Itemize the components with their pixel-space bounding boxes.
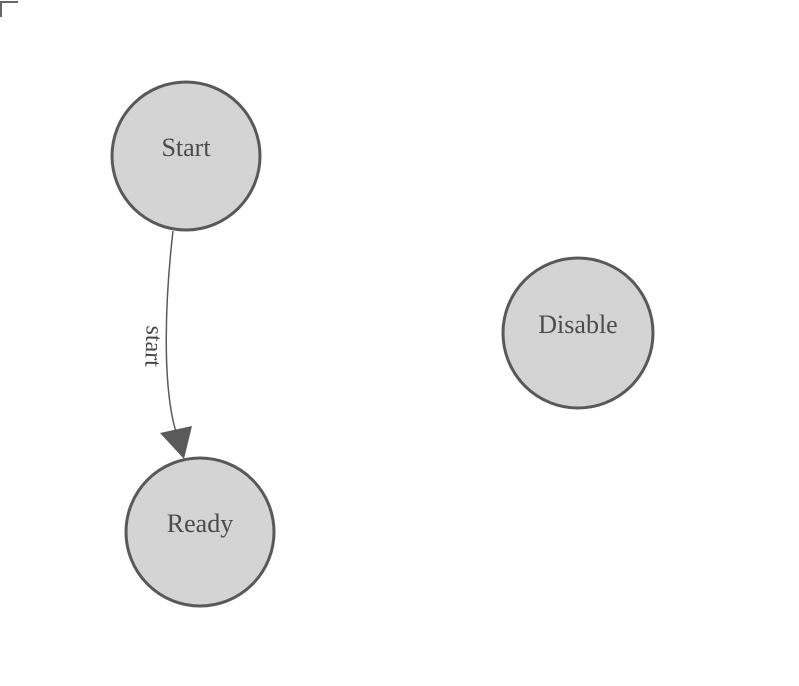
transition-path[interactable] xyxy=(165,230,177,433)
transition-label: start xyxy=(139,325,166,368)
canvas-corner-bracket xyxy=(0,1,18,17)
state-circle-ready[interactable] xyxy=(124,456,276,608)
arrowhead-icon xyxy=(160,426,192,459)
state-node-ready[interactable]: Ready xyxy=(124,456,276,608)
state-circle-start[interactable] xyxy=(110,80,262,232)
transition-edge-start-to-ready[interactable]: start xyxy=(139,230,192,459)
state-node-start[interactable]: Start xyxy=(110,80,262,232)
state-circle-disable[interactable] xyxy=(501,256,655,410)
state-node-disable[interactable]: Disable xyxy=(501,256,655,410)
